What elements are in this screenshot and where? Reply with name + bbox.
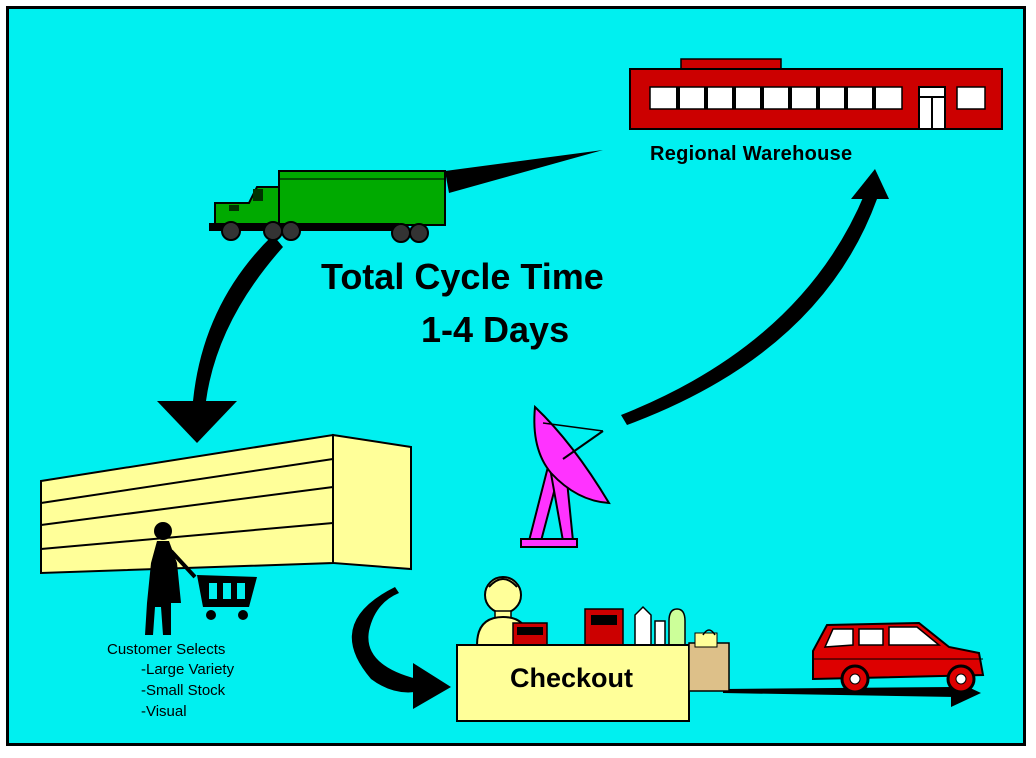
checkout-label: Checkout [510,663,634,693]
customer-item-small-stock: -Small Stock [141,682,226,699]
customer-item-visual: -Visual [141,703,187,720]
store-building-icon [40,433,412,575]
warehouse-icon [629,58,1003,130]
arrow-dish-to-warehouse [621,193,877,425]
grocery-items-icon [512,605,686,646]
truck-icon [209,170,446,243]
diagram-canvas: Total Cycle Time 1-4 Days Regional Wareh… [6,6,1026,746]
arrow-store-to-checkout [351,587,421,693]
checkout-counter-icon [456,644,690,722]
arrow-dish-to-warehouse-head [851,169,889,199]
customer-selects-heading: Customer Selects [107,641,226,658]
diagram-illustration [40,58,1003,722]
shopper-icon [145,522,257,635]
arrow-warehouse-to-truck [445,150,603,193]
cycle-time-title: Total Cycle Time [321,256,604,297]
arrow-truck-to-store [193,235,283,401]
shopping-bag-icon [688,629,730,692]
satellite-dish-icon [520,404,611,548]
arrow-truck-to-store-head [157,401,237,443]
customer-item-large-variety: -Large Variety [141,661,235,678]
cycle-time-days: 1-4 Days [421,309,570,350]
arrow-checkout-to-car [723,687,955,697]
arrow-store-to-checkout-head [413,663,451,709]
car-icon [812,621,985,694]
warehouse-label: Regional Warehouse [650,143,853,165]
